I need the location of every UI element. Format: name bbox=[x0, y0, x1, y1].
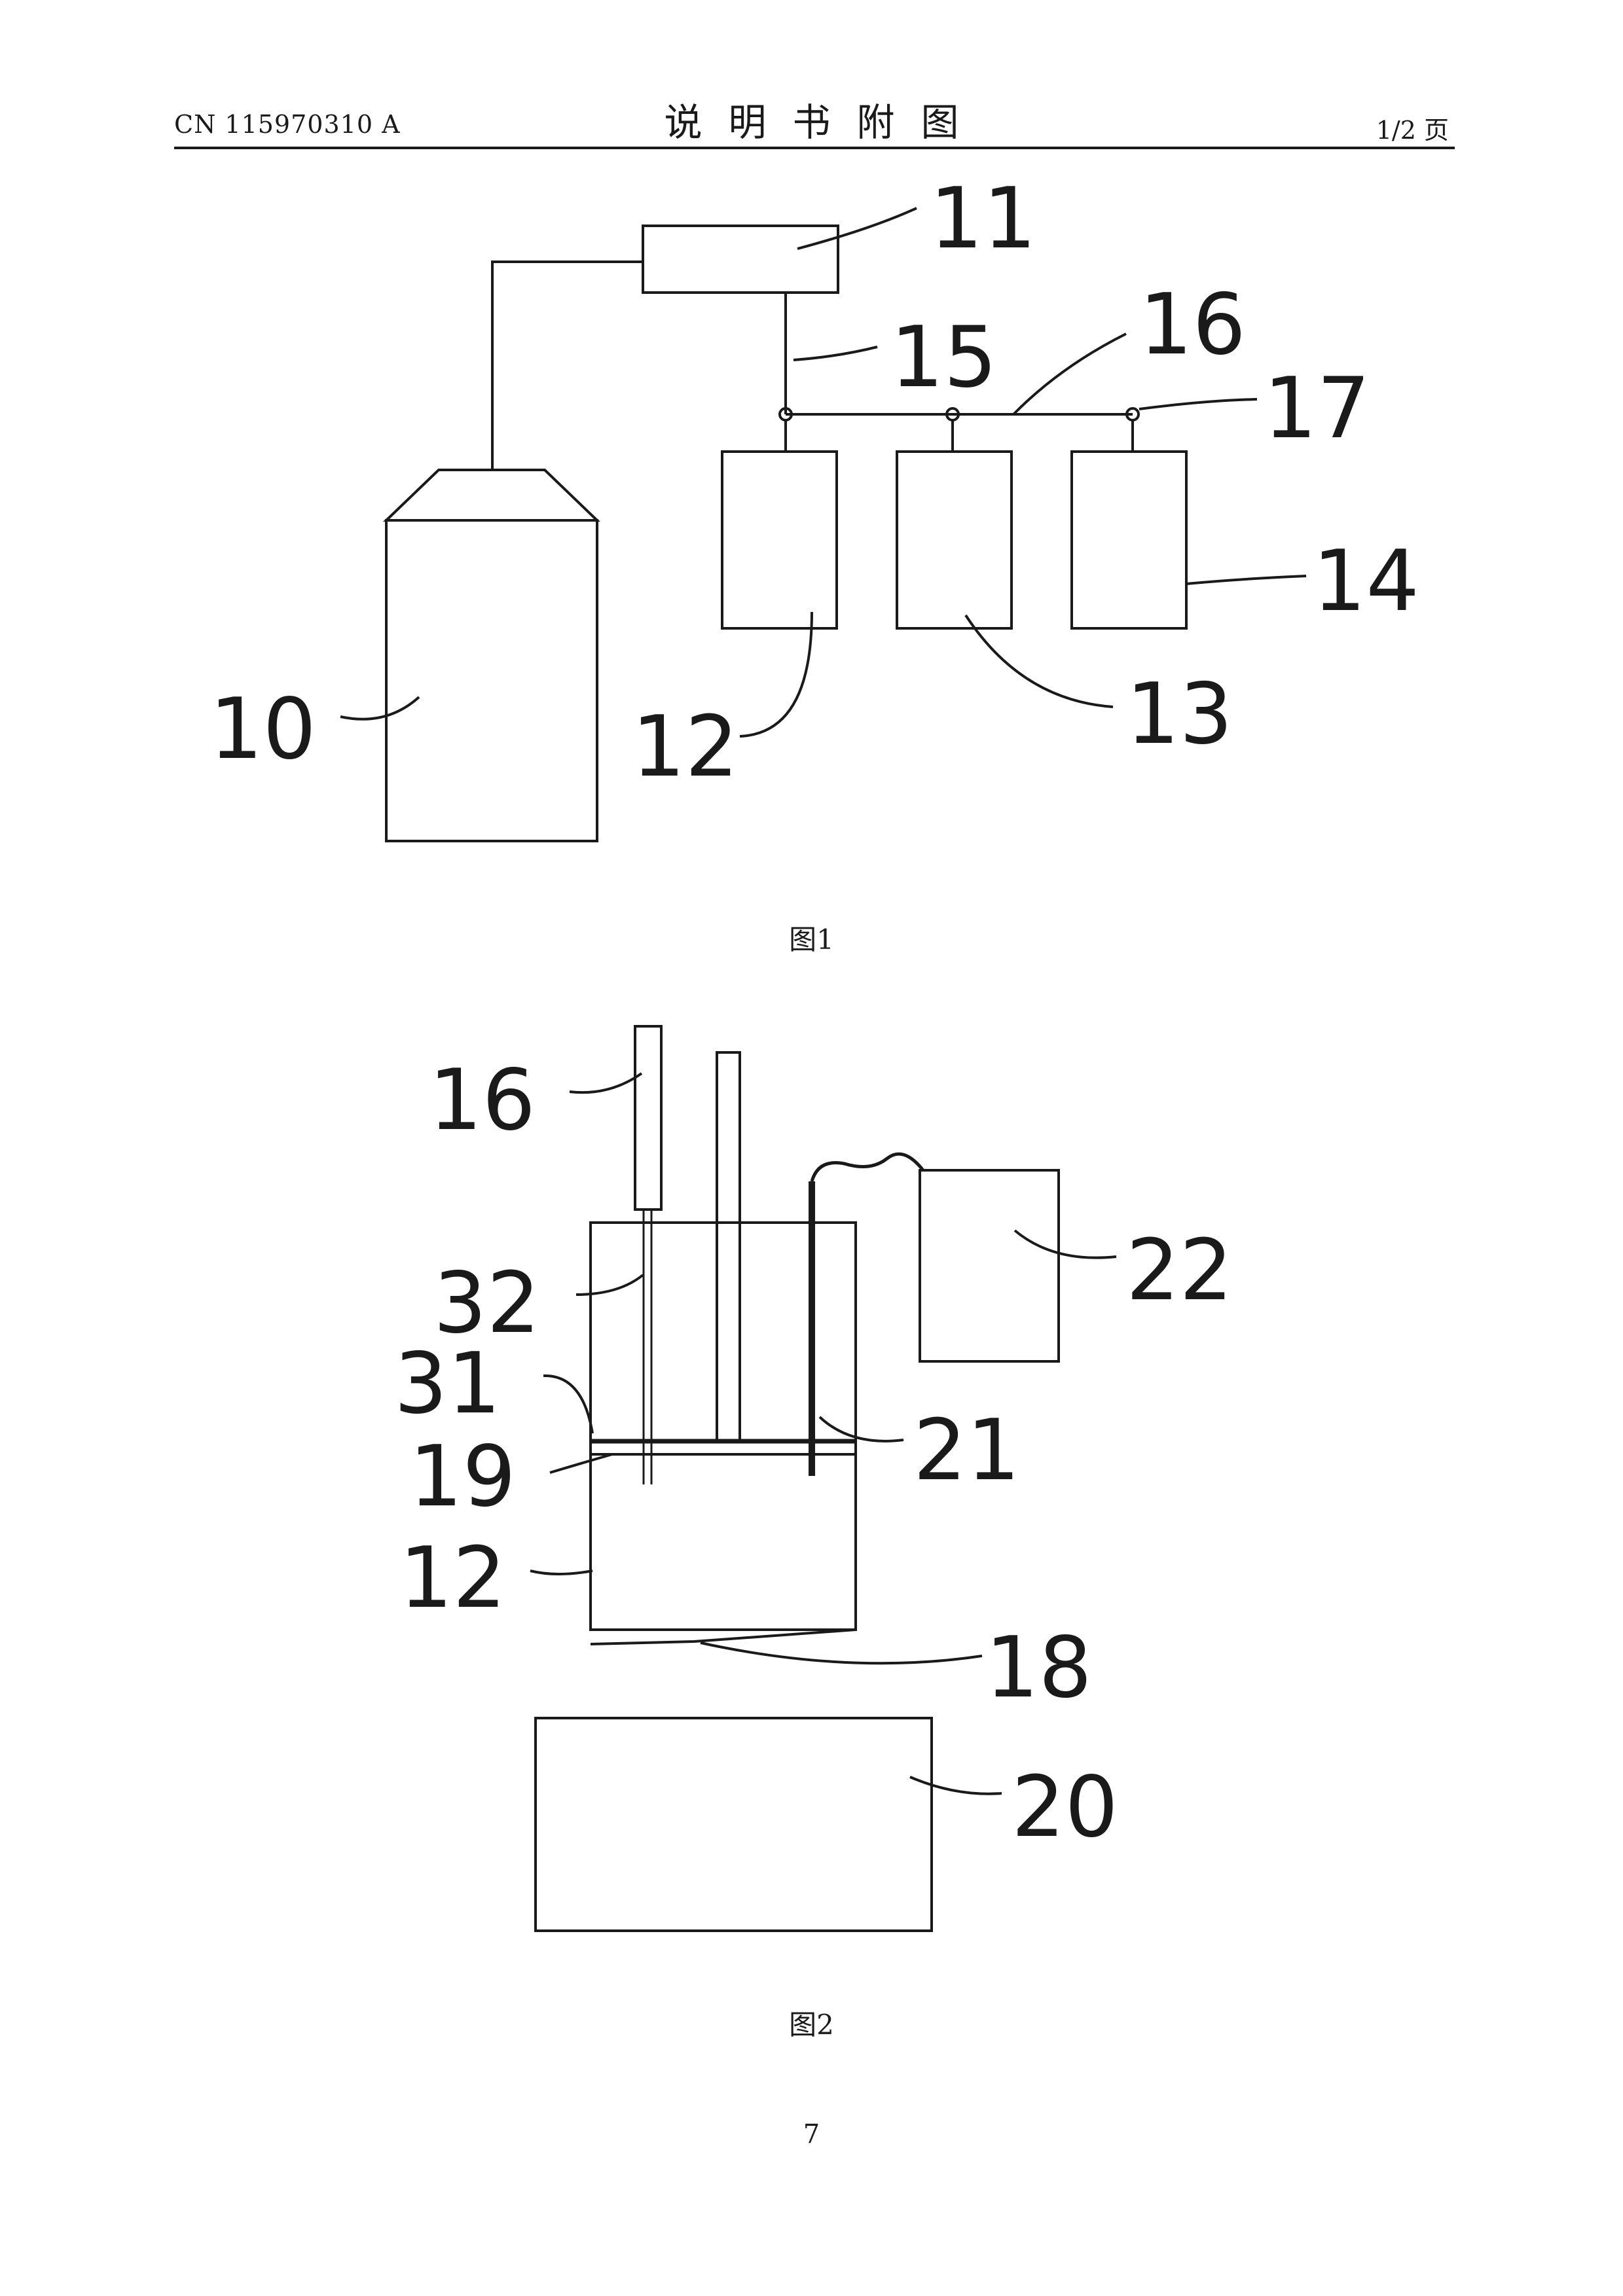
rod bbox=[716, 1051, 741, 1443]
label-13: 13 bbox=[1126, 666, 1233, 763]
tube-16 bbox=[634, 1025, 663, 1211]
leader-21 bbox=[818, 1416, 904, 1443]
label-16: 16 bbox=[1139, 276, 1246, 374]
label-12-fig2: 12 bbox=[399, 1530, 506, 1627]
cable-21-to-22 bbox=[810, 1152, 924, 1182]
label-19: 19 bbox=[409, 1428, 516, 1526]
label-17: 17 bbox=[1264, 360, 1370, 457]
component-10-body bbox=[385, 519, 598, 842]
label-22: 22 bbox=[1126, 1222, 1233, 1319]
leader-18 bbox=[700, 1641, 983, 1665]
leader-13 bbox=[964, 614, 1114, 708]
header-divider bbox=[174, 147, 1455, 149]
page-count: 1/2 页 bbox=[1376, 116, 1449, 145]
container-12 bbox=[721, 450, 838, 630]
box-22 bbox=[919, 1169, 1060, 1363]
container-14 bbox=[1070, 450, 1188, 630]
figure-1 bbox=[340, 207, 1307, 842]
label-18: 18 bbox=[985, 1619, 1092, 1717]
label-31: 31 bbox=[394, 1335, 501, 1433]
label-21: 21 bbox=[913, 1402, 1020, 1499]
leader-10 bbox=[340, 696, 420, 721]
label-10: 10 bbox=[210, 681, 316, 778]
leader-14 bbox=[1186, 575, 1307, 585]
label-20: 20 bbox=[1012, 1759, 1118, 1856]
page-number: 7 bbox=[803, 2119, 820, 2149]
leader-22 bbox=[1013, 1229, 1117, 1259]
leader-16-fig2 bbox=[569, 1072, 643, 1094]
leader-15 bbox=[793, 346, 878, 361]
label-12: 12 bbox=[632, 698, 739, 796]
label-14: 14 bbox=[1313, 533, 1419, 630]
leader-12 bbox=[739, 611, 813, 738]
leader-20 bbox=[909, 1776, 1002, 1795]
leader-11 bbox=[797, 207, 917, 250]
label-16-fig2: 16 bbox=[429, 1052, 536, 1149]
leader-12-fig2 bbox=[530, 1570, 593, 1575]
document-number: CN 115970310 A bbox=[174, 110, 401, 139]
component-11 bbox=[642, 224, 839, 294]
figure-1-caption: 图1 bbox=[789, 924, 834, 956]
base-18 bbox=[590, 1628, 856, 1645]
label-15: 15 bbox=[890, 309, 997, 406]
leader-19 bbox=[549, 1453, 613, 1474]
figure-1-labels: 11 15 16 17 14 13 12 10 bbox=[210, 170, 1419, 796]
pipe-10-to-11 bbox=[491, 260, 643, 470]
box-20 bbox=[534, 1717, 933, 1932]
figure-2-labels: 16 32 31 19 12 18 20 21 22 bbox=[394, 1052, 1233, 1856]
page-title: 说明书附图 bbox=[664, 100, 985, 145]
leader-16 bbox=[1012, 332, 1127, 416]
label-11: 11 bbox=[930, 170, 1036, 268]
figure-2-caption: 图2 bbox=[789, 2009, 834, 2041]
leader-31 bbox=[543, 1374, 594, 1434]
label-32: 32 bbox=[433, 1255, 540, 1352]
leader-17 bbox=[1139, 398, 1258, 410]
container-13 bbox=[896, 450, 1013, 630]
figure-2 bbox=[530, 1025, 1117, 1932]
component-10-cap bbox=[383, 469, 600, 522]
leader-32 bbox=[575, 1274, 644, 1296]
